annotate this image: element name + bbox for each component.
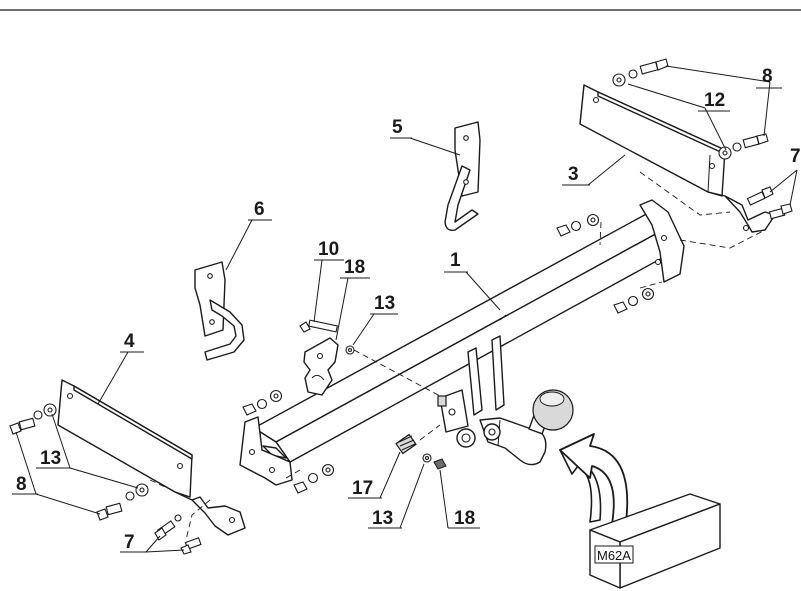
bolt-8-top-right [612, 58, 669, 87]
left-side-bracket [57, 379, 246, 536]
label-8-right: 8 [762, 66, 773, 87]
nut-row-right-bottom [613, 287, 655, 314]
label-5: 5 [392, 117, 403, 138]
label-18-bottom: 18 [454, 508, 475, 529]
socket-bracket [303, 337, 339, 396]
washer-13-bottom [422, 453, 432, 463]
label-17: 17 [352, 478, 373, 499]
ball-mount [437, 335, 574, 466]
label-7-left: 7 [124, 532, 135, 553]
label-12-left: 13 [40, 448, 61, 469]
nut-row-right-top [556, 213, 600, 237]
bolt-7-left [154, 514, 202, 555]
label-6: 6 [254, 199, 265, 220]
main-crossbar [239, 199, 685, 486]
label-8-left: 8 [16, 474, 27, 495]
bolt-7-right [746, 186, 793, 220]
leader-lines [12, 65, 798, 553]
curved-arrow-icon [559, 433, 629, 525]
assembly-guides [149, 171, 766, 541]
part-labels: 8 12 7 3 5 1 6 4 10 18 13 13 8 7 17 13 1… [16, 66, 801, 553]
left-hook-bracket [194, 261, 245, 361]
label-4: 4 [124, 331, 135, 352]
label-10: 10 [318, 239, 339, 260]
label-3: 3 [568, 164, 579, 185]
bolt-10 [299, 319, 338, 333]
spring-17 [395, 433, 417, 455]
nut-row-left-top [242, 389, 283, 416]
nut-row-left-bottom [293, 463, 335, 494]
bolt-8-left-bottom [96, 483, 149, 521]
kit-code-label: M62A [597, 548, 631, 563]
bolt-8-right-lower [718, 133, 769, 160]
nut-18-bottom [433, 458, 447, 470]
right-side-bracket [579, 84, 776, 233]
label-1: 1 [450, 250, 461, 271]
label-7-right: 7 [790, 146, 801, 167]
label-18-top: 18 [344, 257, 365, 278]
upper-hook-bracket [444, 121, 481, 232]
washer-13-top [345, 345, 355, 355]
bolt-8-left-top [9, 403, 57, 435]
label-13-bottom: 13 [372, 508, 393, 529]
package-box-icon: M62A [589, 493, 721, 589]
label-13-top: 13 [374, 293, 395, 314]
label-12-right: 12 [704, 90, 725, 111]
